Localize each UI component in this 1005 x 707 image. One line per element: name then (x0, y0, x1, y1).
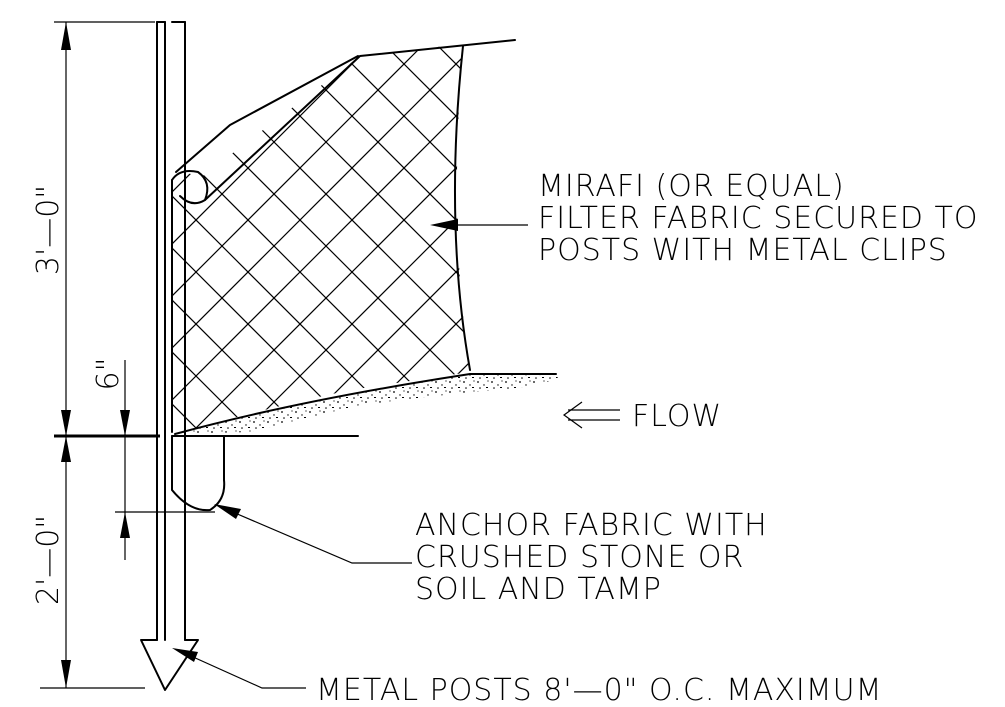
dim-arrow-mid-up (61, 410, 71, 436)
flow-label: FLOW (632, 399, 722, 434)
hatch-line (704, 0, 1005, 700)
anchor-note-line-3: SOIL AND TAMP (415, 572, 662, 607)
leader-arrow-post (172, 648, 198, 662)
hatch-line (287, 44, 470, 434)
fabric-note-line-3: POSTS WITH METAL CLIPS (538, 233, 948, 268)
anchor-note-line-1: ANCHOR FABRIC WITH (415, 508, 768, 543)
hatch-line (912, 0, 1005, 700)
hatch-line (652, 0, 1005, 700)
ground-and-backfill (54, 373, 560, 512)
hatch-line (756, 0, 1005, 700)
hatch-line (172, 44, 470, 434)
hatch-line (172, 44, 470, 434)
dim-arrow-6-bottom (120, 512, 130, 538)
dim-label-below-grade: 2'—0" (31, 515, 66, 605)
anchor-note-line-2: CRUSHED STONE OR (415, 540, 744, 575)
hatch-line (172, 44, 417, 434)
dim-arrow-top (61, 22, 71, 50)
hatch-line (860, 0, 1005, 700)
hatch-line (964, 0, 1005, 700)
hatch-line (172, 44, 469, 434)
dim-arrow-6-top (120, 410, 130, 436)
hatch-line (808, 0, 1005, 700)
hatch-line (652, 0, 1005, 700)
hatch-line (172, 44, 470, 434)
dimension-lines (40, 21, 215, 689)
hatch-line (0, 0, 156, 700)
dim-label-above-grade: 3'—0" (31, 185, 66, 275)
dim-arrow-mid-down (61, 436, 71, 462)
fabric-note-line-1: MIRAFI (OR EQUAL) (538, 169, 845, 204)
hatch-line (172, 44, 470, 434)
hatch-line (172, 44, 470, 434)
stone-backfill-surface (175, 374, 560, 434)
hatch-line (172, 44, 470, 434)
double-arrow-left-icon (562, 401, 620, 429)
hatch-line (808, 0, 1005, 700)
hatch-line (183, 44, 470, 434)
hatch-line (860, 0, 1005, 700)
metal-post (140, 21, 199, 691)
dim-arrow-bottom (61, 660, 71, 688)
leaders (172, 219, 528, 689)
hatch-line (704, 0, 1005, 700)
hatch-line (172, 44, 469, 434)
leader-arrow-anchor (214, 504, 241, 519)
hatch-line (0, 0, 156, 700)
hatch-line (912, 0, 1005, 700)
arrow-down-icon (140, 639, 199, 691)
fabric-note-line-2: FILTER FABRIC SECURED TO (538, 201, 978, 236)
hatch-line (235, 44, 470, 434)
anchor-trench (171, 435, 226, 512)
posts-note: METAL POSTS 8'—0" O.C. MAXIMUM (316, 673, 883, 707)
hatch-line (756, 0, 1005, 700)
hatch-line (964, 0, 1005, 700)
leader-arrow-fabric (430, 219, 458, 231)
dim-label-trench-depth: 6" (91, 358, 126, 391)
